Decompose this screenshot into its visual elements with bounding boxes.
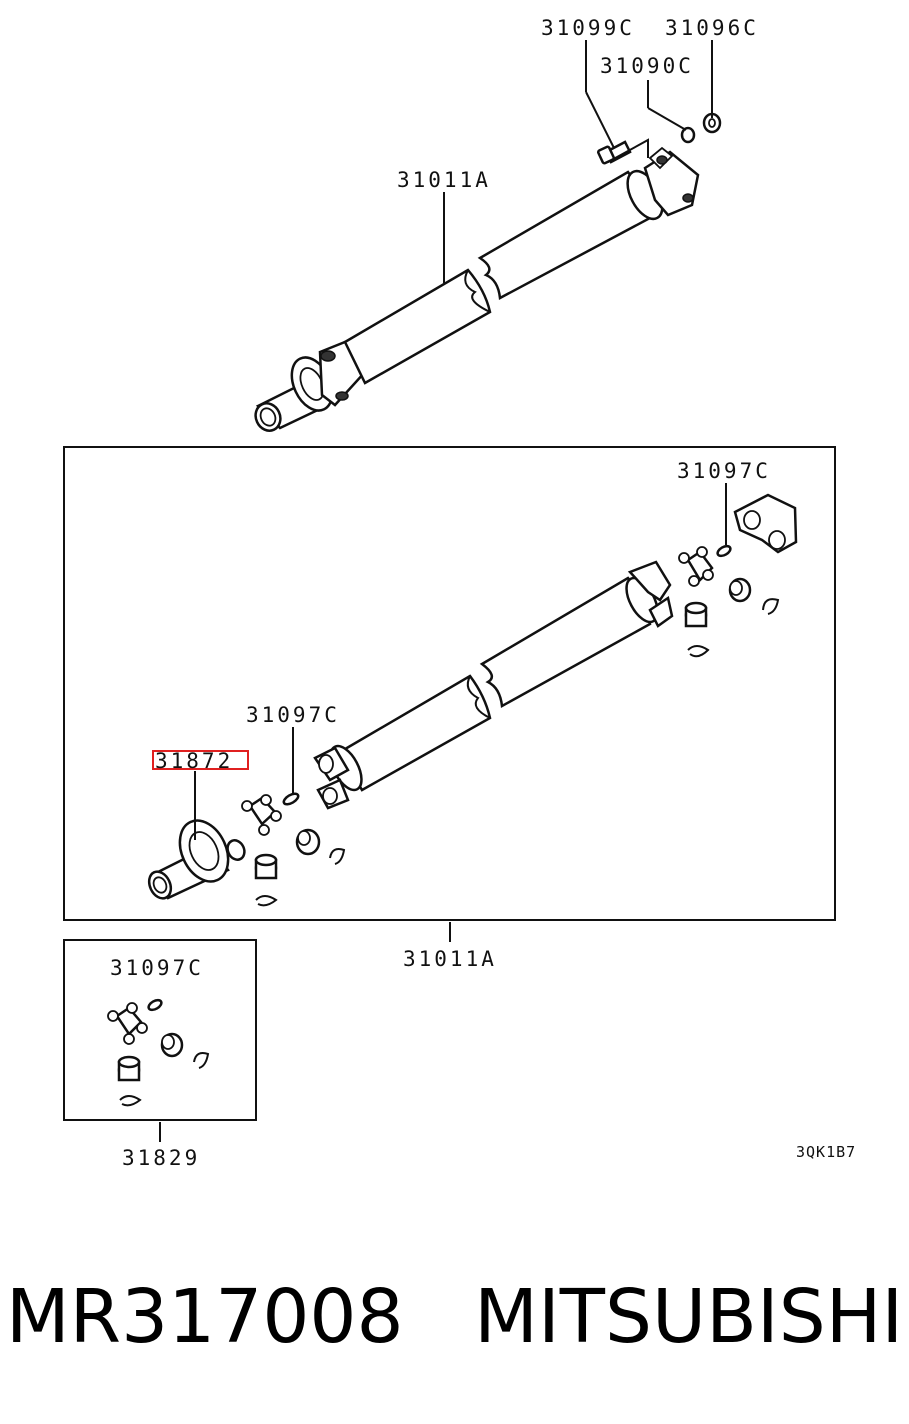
label-shaft-assembly-top: 31011A xyxy=(397,168,491,192)
spider-kit-parts xyxy=(107,998,210,1107)
center-bearing-highlight xyxy=(152,750,249,770)
label-spider-kit: 31829 xyxy=(122,1146,200,1170)
top-propeller-shaft xyxy=(254,112,722,432)
parts-diagram: 31099C 31096C 31090C 31011A xyxy=(63,16,856,1170)
footer-title: MR317008 MITSUBISHI xyxy=(0,1262,909,1372)
label-grease-fitting-left: 31097C xyxy=(246,703,340,727)
middle-propeller-shaft xyxy=(147,493,798,907)
exploded-view-frame xyxy=(63,446,836,921)
label-washer: 31090C xyxy=(600,54,694,78)
label-nut: 31096C xyxy=(665,16,759,40)
brand-name: MITSUBISHI xyxy=(474,1274,904,1360)
label-grease-fitting-kit: 31097C xyxy=(110,956,204,980)
label-grease-fitting-right: 31097C xyxy=(677,459,771,483)
label-shaft-assembly-bottom: 31011A xyxy=(403,947,497,971)
spider-kit-frame xyxy=(63,939,257,1121)
footer-spacer xyxy=(404,1274,475,1360)
label-center-bearing[interactable]: 31872 xyxy=(155,749,233,773)
label-bolt: 31099C xyxy=(541,16,635,40)
figure-code: 3QK1B7 xyxy=(796,1143,856,1161)
part-number: MR317008 xyxy=(5,1274,404,1360)
